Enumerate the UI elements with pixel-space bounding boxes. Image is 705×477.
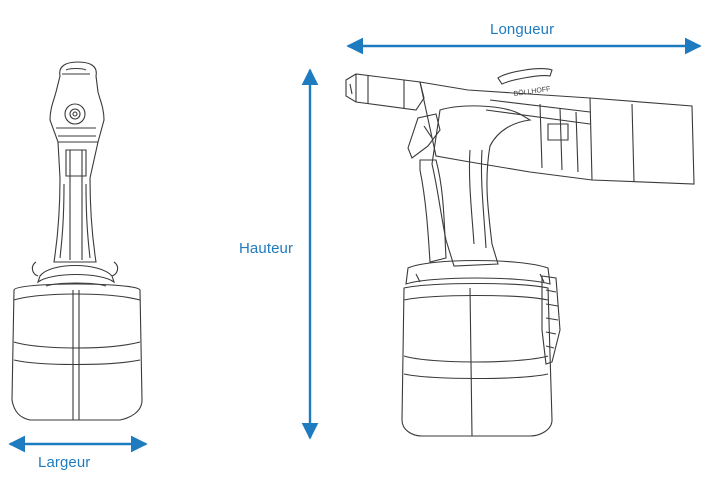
brand-text: BÖLLHOFF — [513, 85, 551, 98]
height-label: Hauteur — [239, 240, 294, 257]
width-label: Largeur — [38, 454, 91, 471]
length-label: Longueur — [490, 21, 555, 38]
front-view-drawing — [11, 61, 143, 421]
side-view-drawing — [345, 68, 695, 437]
